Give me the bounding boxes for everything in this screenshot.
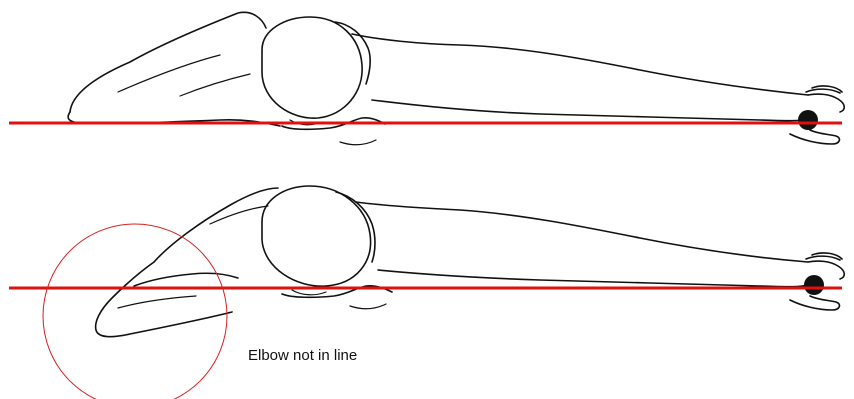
elbow-highlight-circle bbox=[43, 224, 227, 399]
elbow-caption: Elbow not in line bbox=[248, 347, 357, 364]
swimmer-figure-top bbox=[68, 12, 844, 144]
swimmer-figure-bottom bbox=[96, 186, 845, 337]
hand-ball-top bbox=[798, 110, 818, 130]
hand-ball-bottom bbox=[804, 275, 824, 295]
